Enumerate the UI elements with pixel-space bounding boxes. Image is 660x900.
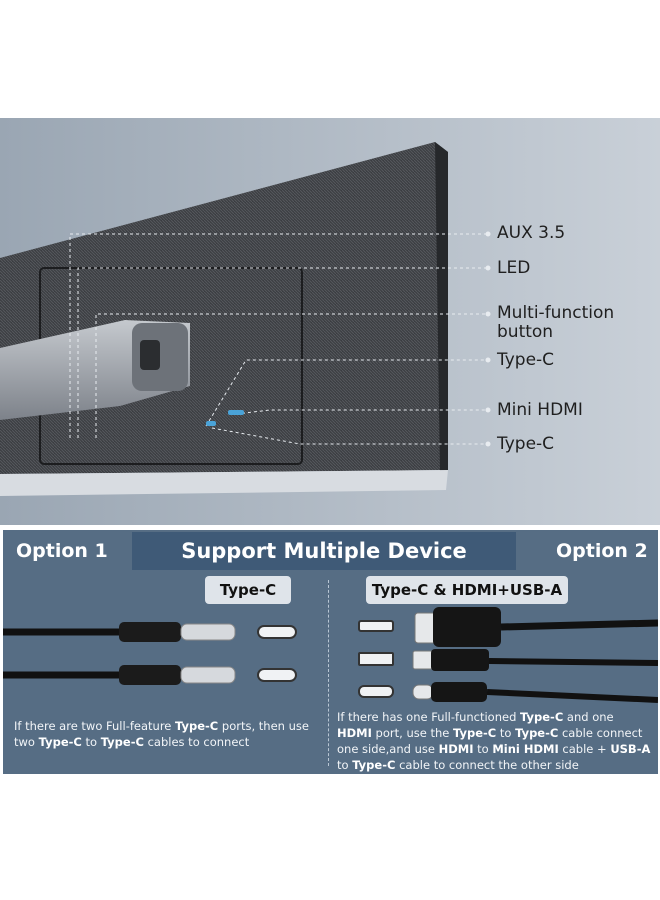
label-mini-hdmi: Mini HDMI bbox=[497, 400, 583, 420]
usb-a-cable bbox=[412, 649, 658, 671]
type-c-cable-2 bbox=[3, 665, 236, 685]
label-led: LED bbox=[497, 258, 531, 278]
desc-bold: Type-C bbox=[352, 758, 396, 772]
type-c-cable-3 bbox=[412, 682, 658, 703]
label-button: button bbox=[497, 322, 554, 342]
desc-bold: Type-C bbox=[38, 735, 82, 749]
desc-bold: Type-C bbox=[453, 726, 497, 740]
hdmi-cable bbox=[414, 607, 658, 647]
option-2-pill: Type-C & HDMI+USB-A bbox=[366, 576, 568, 604]
desc-text: cables to connect bbox=[143, 735, 250, 749]
desc-text: If there has one Full-functioned bbox=[337, 710, 521, 724]
option-2-description: If there has one Full-functioned Type-C … bbox=[337, 709, 655, 773]
type-c-cable-1 bbox=[3, 622, 236, 642]
mini-hdmi-port-icon bbox=[358, 620, 394, 632]
option-1-description: If there are two Full-feature Type-C por… bbox=[14, 718, 314, 750]
desc-text: ports, then use bbox=[218, 719, 309, 733]
desc-text: to bbox=[81, 735, 101, 749]
desc-text: port, use the bbox=[371, 726, 453, 740]
type-c-port-icon-3 bbox=[358, 685, 394, 698]
desc-bold: Type-C bbox=[515, 726, 559, 740]
cables-illustration bbox=[3, 607, 658, 703]
option-1-pill: Type-C bbox=[205, 576, 291, 604]
desc-bold: Mini HDMI bbox=[492, 742, 559, 756]
desc-bold: Type-C bbox=[100, 735, 144, 749]
desc-text: to bbox=[473, 742, 493, 756]
option-2-label: Option 2 bbox=[556, 540, 648, 562]
option-1-label: Option 1 bbox=[16, 540, 108, 562]
panel-title: Support Multiple Device bbox=[181, 539, 467, 563]
usb-a-port-icon bbox=[358, 652, 394, 666]
info-panel bbox=[3, 530, 658, 774]
type-c-port-icon-1 bbox=[257, 625, 297, 639]
desc-text: and one bbox=[563, 710, 614, 724]
desc-text: to bbox=[496, 726, 516, 740]
label-multifunction: Multi-function bbox=[497, 303, 615, 323]
monitor-photo bbox=[0, 118, 660, 525]
desc-bold: HDMI bbox=[438, 742, 474, 756]
label-type-c-2: Type-C bbox=[497, 434, 555, 454]
label-type-c-1: Type-C bbox=[497, 350, 555, 370]
desc-text: two bbox=[14, 735, 39, 749]
type-c-port-icon-2 bbox=[257, 668, 297, 682]
desc-bold: HDMI bbox=[337, 726, 372, 740]
title-banner: Support Multiple Device bbox=[132, 532, 516, 570]
option-divider bbox=[328, 580, 329, 766]
desc-text: to bbox=[337, 758, 353, 772]
desc-bold: USB-A bbox=[610, 742, 651, 756]
desc-text: cable to connect the other side bbox=[395, 758, 579, 772]
label-aux: AUX 3.5 bbox=[497, 223, 566, 243]
desc-text: If there are two Full-feature bbox=[14, 719, 176, 733]
desc-bold: Type-C bbox=[520, 710, 564, 724]
desc-text: one side,and use bbox=[337, 742, 439, 756]
desc-bold: Type-C bbox=[175, 719, 219, 733]
desc-text: cable connect bbox=[558, 726, 643, 740]
desc-text: cable + bbox=[558, 742, 611, 756]
